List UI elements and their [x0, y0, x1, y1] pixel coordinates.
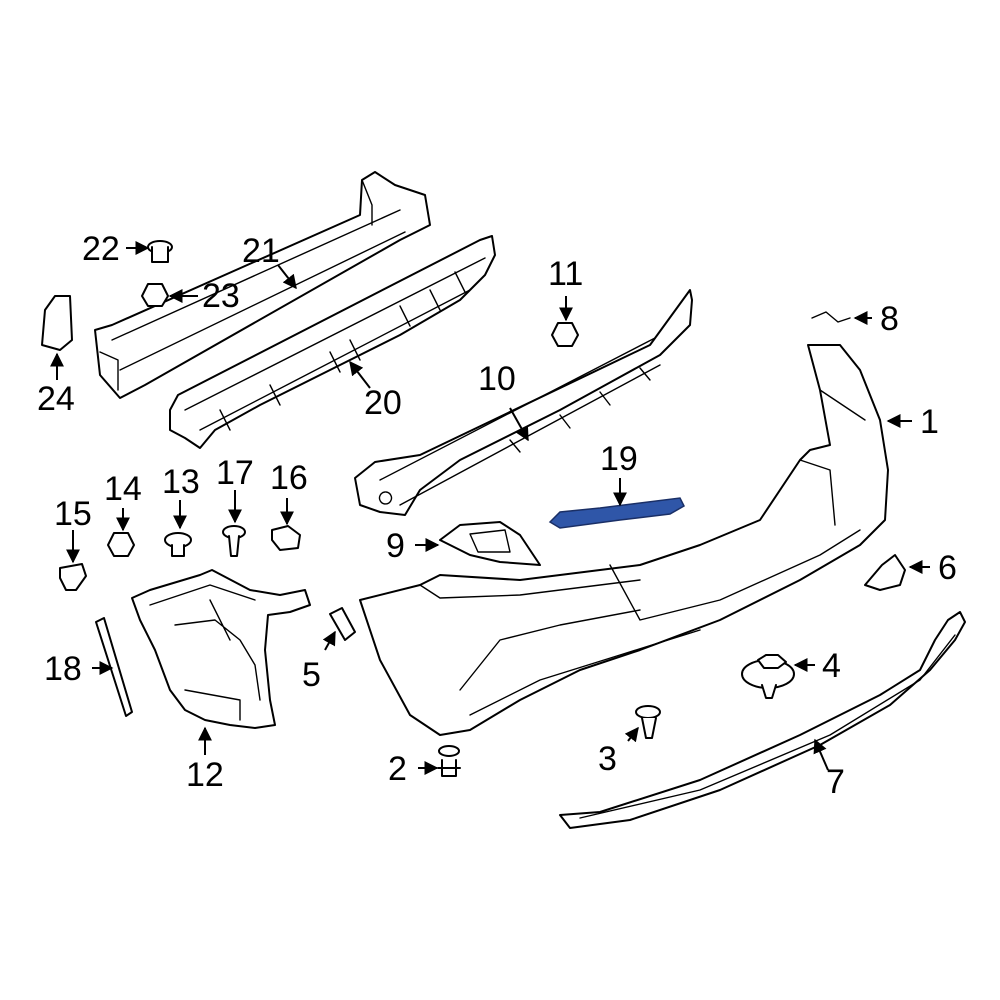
fastener-3-screw[interactable]	[635, 705, 661, 739]
fastener-22-push-pin[interactable]	[147, 240, 173, 263]
callout-8: 8	[880, 300, 899, 338]
fastener-4-bolt[interactable]	[741, 654, 795, 699]
callout-1: 1	[920, 403, 939, 441]
fastener-11-nut[interactable]	[551, 322, 579, 347]
callout-6: 6	[938, 549, 957, 587]
fastener-2-push-pin[interactable]	[437, 745, 461, 777]
part-8-clip[interactable]	[811, 311, 851, 323]
part-9-bracket[interactable]	[439, 521, 541, 566]
part-10-upper-bracket[interactable]	[354, 289, 693, 516]
callout-18: 18	[44, 650, 82, 688]
part-21-impact-bar[interactable]	[94, 171, 431, 399]
fastener-15-clip[interactable]	[59, 563, 87, 591]
part-12-side-bracket[interactable]	[131, 569, 311, 729]
callout-15: 15	[54, 495, 92, 533]
part-7-lower-trim[interactable]	[559, 611, 966, 829]
fastener-13-bolt[interactable]	[164, 532, 192, 557]
callout-7: 7	[826, 763, 845, 801]
callout-17: 17	[216, 454, 254, 492]
part-18-strip[interactable]	[95, 617, 133, 717]
callout-12: 12	[186, 756, 224, 794]
callout-23: 23	[202, 277, 240, 315]
part-6-bracket[interactable]	[864, 554, 906, 591]
callout-11: 11	[548, 255, 583, 293]
callout-14: 14	[104, 470, 142, 508]
callout-22: 22	[82, 230, 120, 268]
callout-3: 3	[598, 740, 617, 778]
fastener-23-nut[interactable]	[141, 283, 169, 307]
callout-2: 2	[388, 750, 407, 788]
part-19-highlighted-trim[interactable]	[548, 497, 685, 529]
part-5-small-trim[interactable]	[329, 607, 356, 641]
callout-21: 21	[242, 232, 280, 270]
fastener-17-screw[interactable]	[222, 525, 246, 557]
callout-24: 24	[37, 380, 75, 418]
callout-19: 19	[600, 440, 638, 478]
callout-4: 4	[822, 647, 841, 685]
part-1-bumper-cover[interactable]	[359, 344, 889, 736]
callout-labels: 1 2 3 4 5 6 7 8 9 10 11 12 13 14 15 16 1…	[37, 230, 957, 801]
leader-lines	[50, 241, 930, 775]
callout-20: 20	[364, 384, 402, 422]
callout-9: 9	[386, 527, 405, 565]
part-24-plate[interactable]	[41, 295, 73, 351]
callout-13: 13	[162, 463, 200, 501]
fastener-16-clip[interactable]	[271, 525, 301, 551]
part-20-energy-absorber[interactable]	[169, 235, 496, 449]
callout-5: 5	[302, 656, 321, 694]
callout-10: 10	[478, 360, 516, 398]
callout-16: 16	[270, 459, 308, 497]
fastener-14-nut[interactable]	[107, 532, 135, 557]
